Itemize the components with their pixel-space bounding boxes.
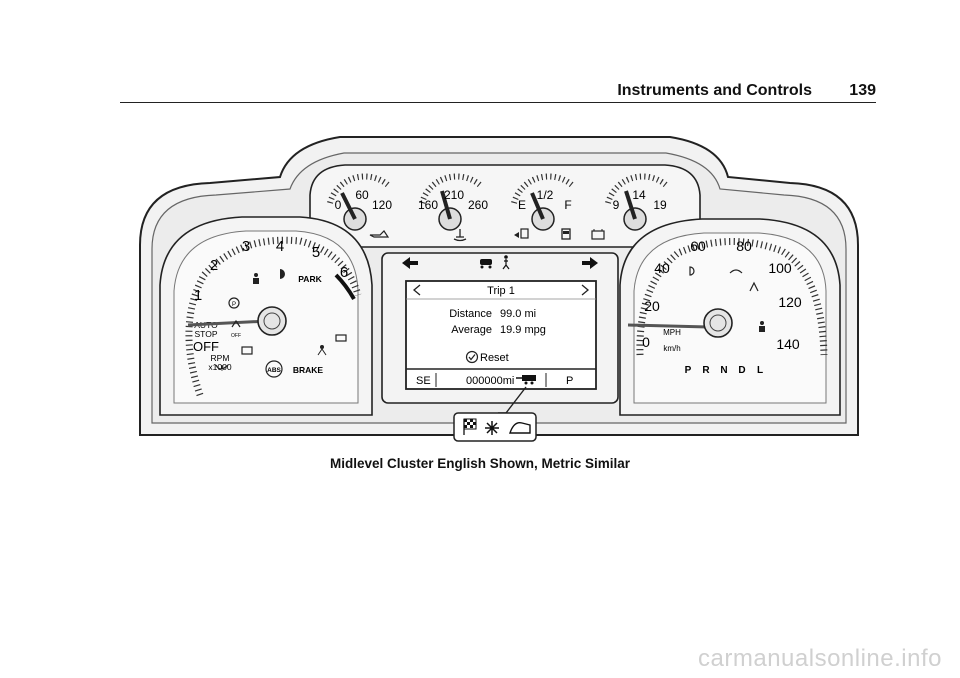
tire-pressure-icon: ! (215, 364, 229, 373)
center-panel: Trip 1 Distance 99.0 mi Average 19.9 mpg… (381, 252, 619, 404)
fuel-pump-icon (561, 228, 571, 240)
turn-left-arrow-icon (402, 257, 418, 269)
oil-gauge-label-120: 120 (372, 198, 392, 212)
gear-d: D (738, 365, 745, 376)
gear-r: R (702, 365, 710, 376)
tach-number-2: 2 (210, 257, 218, 274)
brake-label: BRAKE (293, 365, 324, 375)
dic-reset-check-icon[interactable] (465, 350, 479, 364)
seatbelt-passenger-icon (759, 321, 765, 332)
turn-right-arrow-icon (582, 257, 598, 269)
speed-needle (627, 323, 709, 329)
voltage-gauge-label-14: 14 (632, 188, 646, 202)
battery-warning-icon (241, 346, 253, 355)
speed-hub (703, 308, 733, 338)
park-label: PARK (298, 274, 322, 284)
dic-odometer: 000000mi (466, 375, 514, 387)
off-road-icon (509, 422, 531, 434)
top-gauge-pod (309, 164, 701, 248)
parking-brake-icon: P (228, 297, 240, 309)
drive-mode-callout (453, 412, 537, 442)
fuel-gauge-label-f: F (564, 198, 571, 212)
vehicle-ahead-icon (480, 259, 492, 269)
kmh-label: km/h (663, 344, 680, 353)
abs-label: ABS (267, 367, 281, 374)
pedestrian-icon (502, 255, 510, 270)
voltage-gauge-label-9: 9 (613, 198, 620, 212)
gear-l: L (757, 365, 763, 376)
race-flag-icon (463, 418, 477, 435)
airbag-icon (317, 345, 327, 356)
dic-reset-label[interactable]: Reset (480, 352, 509, 364)
coolant-temp-icon (453, 229, 467, 242)
fuel-gauge: E 1/2 F (511, 173, 574, 240)
mph-label: MPH (663, 328, 681, 337)
traction-off-icon: OFF (231, 319, 241, 339)
speed-number-0: 0 (642, 334, 650, 350)
oil-gauge-label-60: 60 (355, 188, 369, 202)
voltage-gauge: 9 14 19 (591, 173, 668, 240)
watermark: carmanualsonline.info (698, 645, 942, 672)
driver-information-display: Trip 1 Distance 99.0 mi Average 19.9 mpg… (405, 280, 597, 390)
speed-number-100: 100 (768, 260, 792, 276)
dic-next-arrow-icon[interactable] (581, 284, 590, 296)
cruise-icon (729, 269, 743, 274)
tach-number-5: 5 (312, 244, 320, 261)
dic-average-value: 19.9 mpg (500, 324, 546, 336)
dic-distance-label: Distance (449, 308, 492, 320)
tach-off-label: OFF (193, 339, 219, 354)
dic-title: Trip 1 (487, 285, 515, 297)
snowflake-icon (485, 421, 499, 435)
dic-prev-arrow-icon[interactable] (412, 284, 421, 296)
speedometer: 0 20 40 60 80 100 120 140 MPH km/h P R N… (619, 218, 841, 416)
abs-icon: ABS (265, 360, 283, 378)
page-header: Instruments and Controls 139 (120, 82, 876, 103)
fog-lamp-icon (689, 266, 695, 276)
speed-number-40: 40 (654, 260, 670, 276)
tach-number-4: 4 (276, 238, 284, 255)
dic-average-label: Average (451, 324, 492, 336)
lane-keep-icon (749, 281, 759, 292)
headlamp-icon (280, 269, 285, 279)
trailer-icon (516, 375, 536, 385)
page-number: 139 (849, 82, 876, 99)
oil-gauge-label-0: 0 (335, 198, 342, 212)
svg-text:!: ! (221, 364, 223, 373)
coolant-temp-gauge: 160 210 260 (418, 173, 488, 242)
voltage-gauge-label-19: 19 (653, 198, 667, 212)
speed-number-120: 120 (778, 294, 802, 310)
dic-gear: P (566, 375, 573, 387)
section-title: Instruments and Controls (617, 82, 812, 99)
traction-off-label: OFF (231, 333, 241, 339)
fuel-gauge-label-e: E (518, 198, 526, 212)
battery-icon (591, 229, 605, 240)
figure-caption: Midlevel Cluster English Shown, Metric S… (329, 456, 631, 471)
tach-number-1: 1 (194, 287, 202, 304)
oil-pressure-gauge: 0 60 120 (327, 173, 392, 238)
speed-number-60: 60 (690, 238, 706, 254)
oil-can-icon (369, 230, 390, 238)
seatbelt-icon (253, 273, 259, 284)
svg-text:P: P (232, 302, 236, 308)
speed-number-80: 80 (736, 238, 752, 254)
temp-gauge-label-160: 160 (418, 198, 438, 212)
instrument-cluster-illustration: 0 60 120 160 210 260 E 1/2 F 9 14 19 (139, 136, 859, 442)
tach-number-3: 3 (242, 238, 250, 255)
fuel-door-arrow-icon (514, 228, 529, 239)
gear-n: N (720, 365, 727, 376)
gear-p: P (685, 365, 692, 376)
speed-number-20: 20 (644, 298, 660, 314)
check-engine-icon (335, 334, 347, 342)
dic-compass: SE (416, 375, 431, 387)
tach-number-6: 6 (340, 264, 348, 281)
speed-number-140: 140 (776, 336, 800, 352)
temp-gauge-label-210: 210 (444, 188, 464, 202)
temp-gauge-label-260: 260 (468, 198, 488, 212)
tach-hub (257, 306, 287, 336)
tach-needle (187, 319, 269, 327)
dic-distance-value: 99.0 mi (500, 308, 536, 320)
fuel-gauge-label-half: 1/2 (537, 188, 554, 202)
